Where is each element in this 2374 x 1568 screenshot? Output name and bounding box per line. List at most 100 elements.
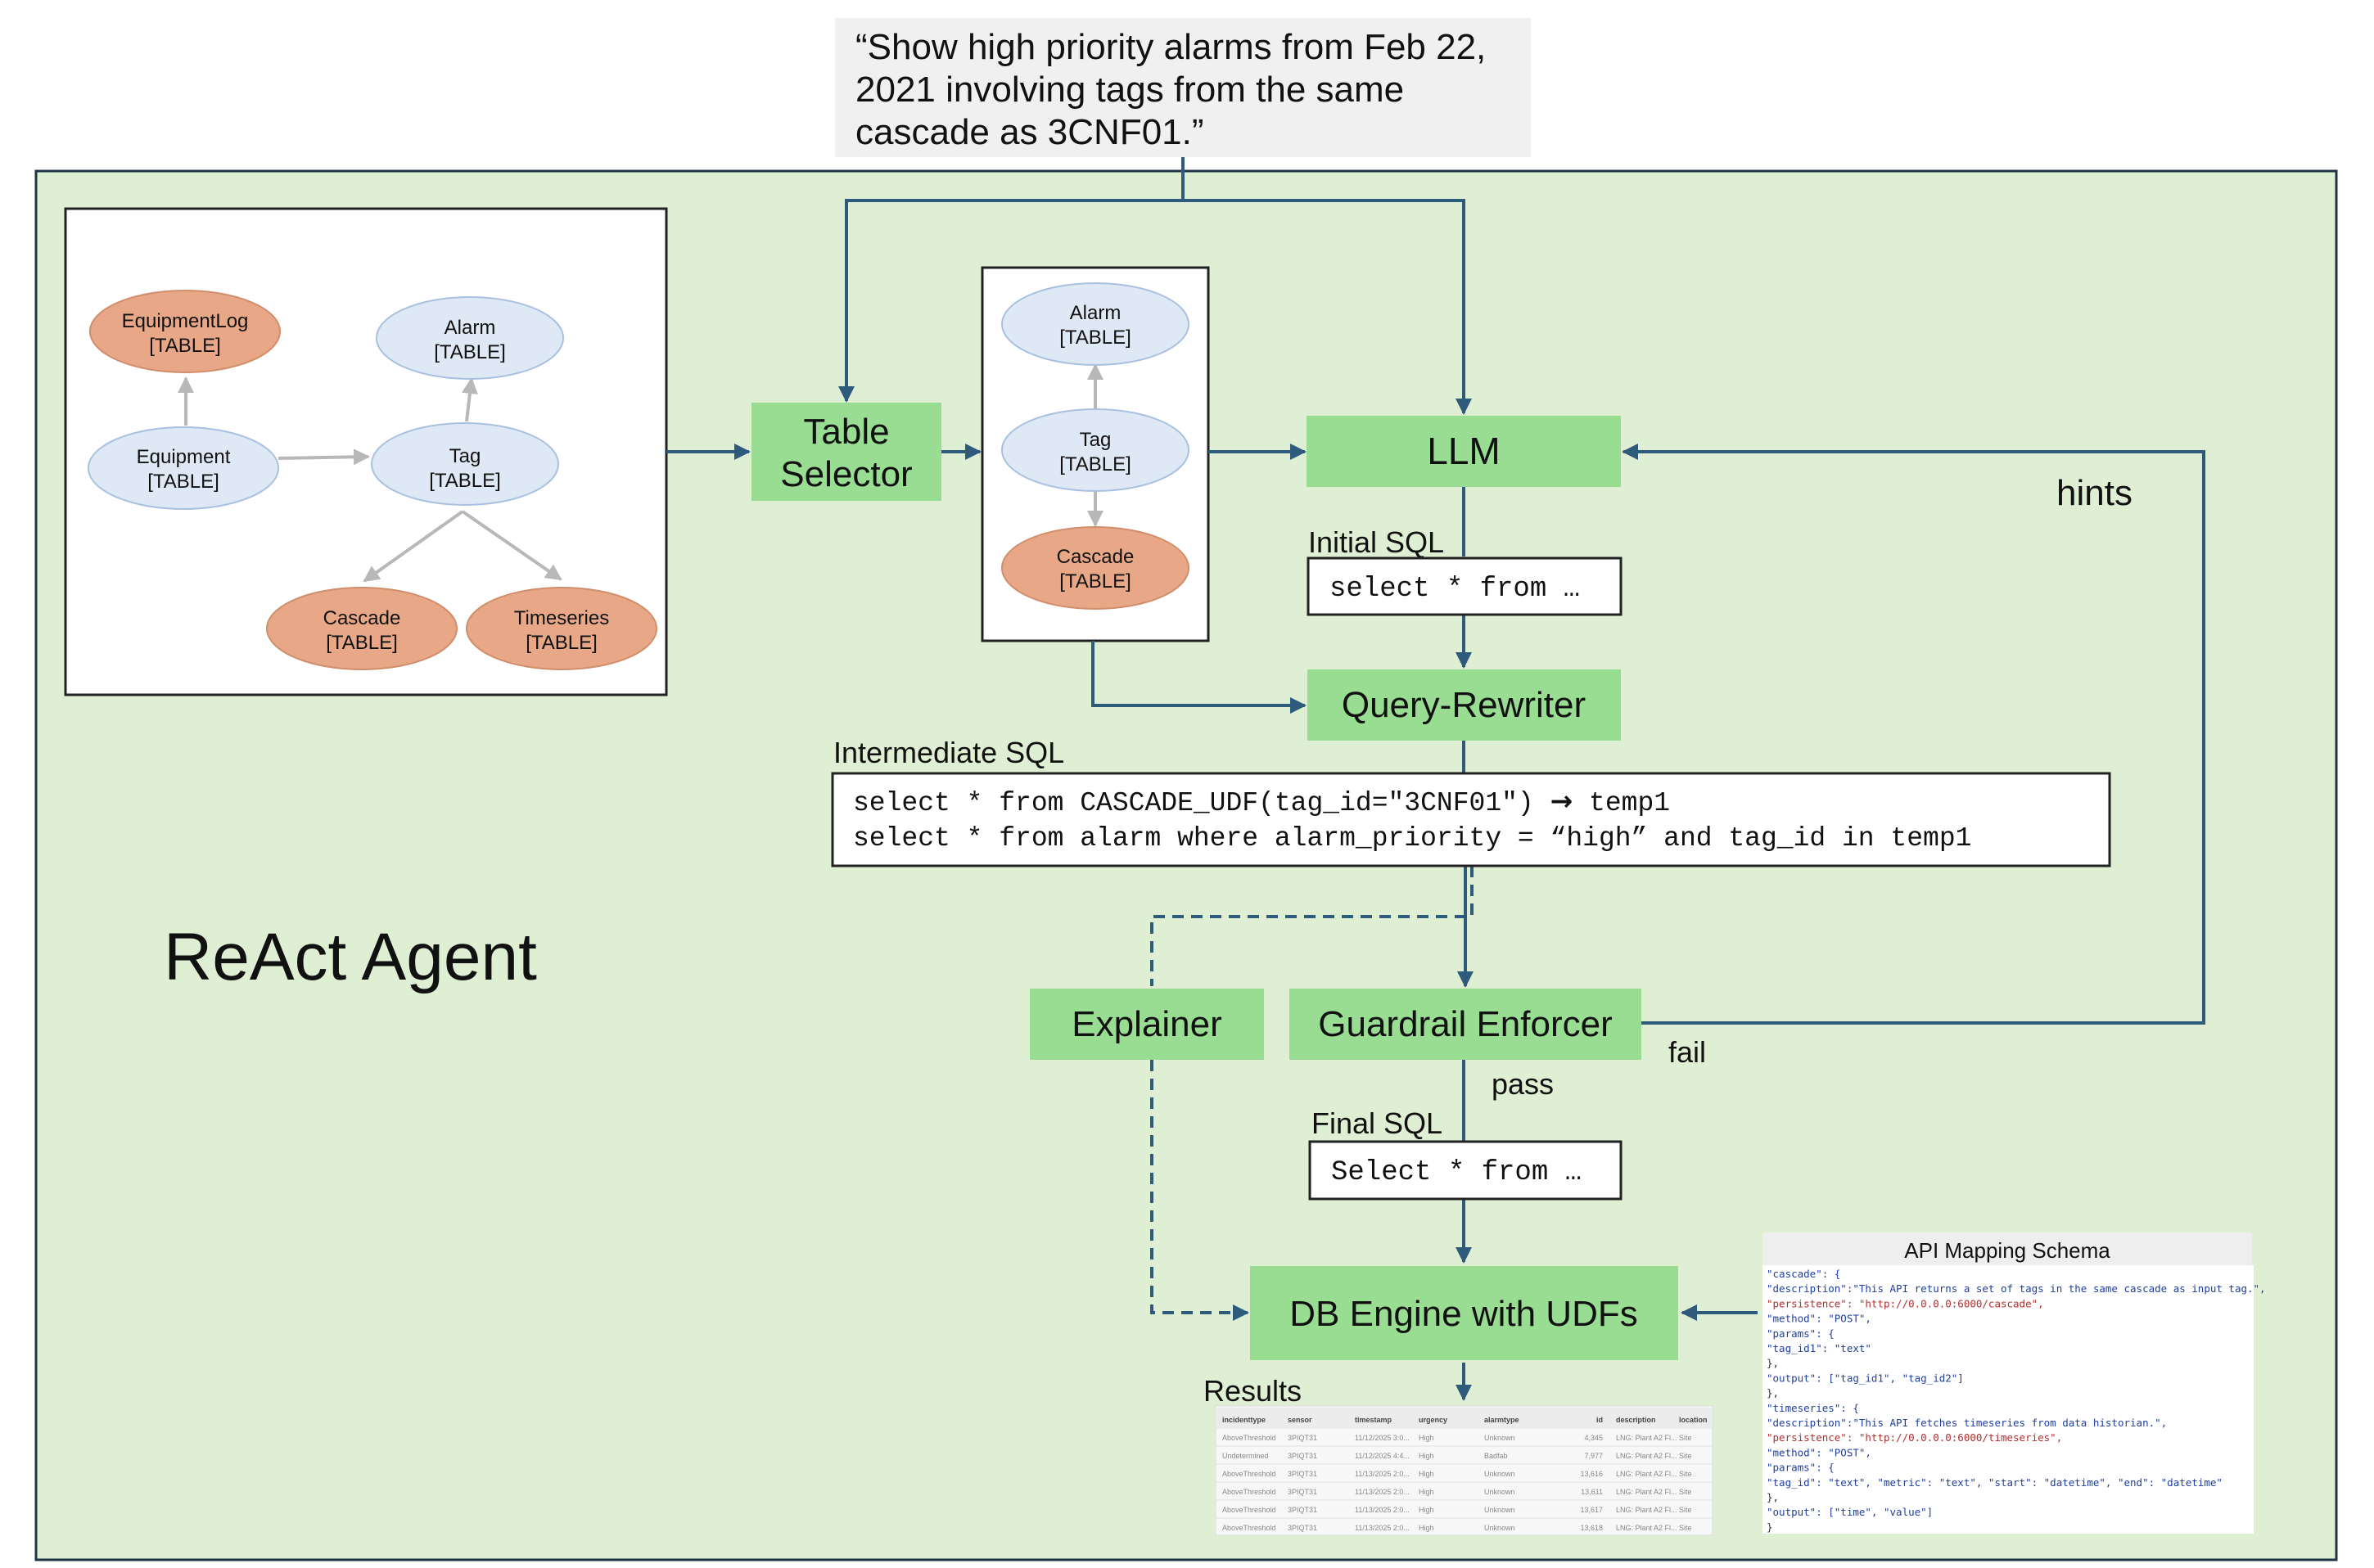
results-header-cell: description <box>1616 1416 1656 1424</box>
edge-equipment-tag <box>278 448 370 466</box>
api-schema-line: "method": "POST", <box>1767 1446 1871 1458</box>
results-cell: LNG: Plant A2 Fl... <box>1616 1434 1677 1442</box>
api-mapping-schema-panel: API Mapping Schema "cascade": { "descrip… <box>1762 1232 2266 1534</box>
arrow-explainer-dashed <box>1150 866 1474 986</box>
user-query-box: “Show high priority alarms from Feb 22, … <box>835 18 1531 157</box>
results-cell: 13,618 <box>1580 1524 1603 1532</box>
react-agent-label: ReAct Agent <box>164 920 537 994</box>
api-schema-line: }, <box>1767 1491 1779 1503</box>
svg-text:Selector: Selector <box>780 454 912 494</box>
final-sql-box: Select * from … <box>1308 1140 1623 1201</box>
node-cascade: Cascade [TABLE] <box>266 587 458 670</box>
results-header-cell: incidenttype <box>1222 1416 1266 1424</box>
selected-node-cascade: Cascade [TABLE] <box>1001 526 1189 610</box>
results-cell: 11/13/2025 2:0... <box>1355 1470 1410 1478</box>
api-schema-lines: "cascade": { "description":"This API ret… <box>1767 1268 2266 1533</box>
results-header-row <box>1216 1408 1712 1427</box>
svg-text:Equipment: Equipment <box>137 446 231 468</box>
svg-text:LLM: LLM <box>1427 430 1500 472</box>
svg-text:Tag: Tag <box>449 445 481 467</box>
intermediate-sql-line-1: select * from CASCADE_UDF(tag_id="3CNF01… <box>853 785 1670 818</box>
results-cell: 11/13/2025 2:0... <box>1355 1488 1410 1496</box>
svg-text:[TABLE]: [TABLE] <box>526 632 598 654</box>
svg-text:Tag: Tag <box>1080 429 1112 451</box>
svg-text:Table: Table <box>803 412 889 452</box>
results-cell: High <box>1419 1506 1434 1514</box>
results-header-cell: alarmtype <box>1484 1416 1519 1424</box>
results-cell: AboveThreshold <box>1222 1506 1276 1514</box>
schema-graph-panel: EquipmentLog [TABLE] Alarm [TABLE] Equip… <box>64 207 668 696</box>
results-cell: High <box>1419 1488 1434 1496</box>
svg-text:Alarm: Alarm <box>1070 302 1122 324</box>
query-line-1: “Show high priority alarms from Feb 22, <box>855 27 1486 67</box>
svg-text:Query-Rewriter: Query-Rewriter <box>1342 685 1586 725</box>
results-cell: AboveThreshold <box>1222 1434 1276 1442</box>
node-equipment: Equipment [TABLE] <box>88 426 279 510</box>
selected-tables-panel: Alarm [TABLE] Tag [TABLE] Cascade [TABLE… <box>981 266 1210 642</box>
svg-text:select * from …: select * from … <box>1329 574 1580 605</box>
api-schema-line: "description":"This API returns a set of… <box>1767 1282 2266 1295</box>
results-label: Results <box>1203 1374 1302 1408</box>
svg-text:[TABLE]: [TABLE] <box>434 341 506 363</box>
svg-text:[TABLE]: [TABLE] <box>326 632 398 654</box>
api-schema-line: "method": "POST", <box>1767 1313 1871 1325</box>
api-schema-line: "persistence": "http://0.0.0.0:6000/casc… <box>1767 1297 2044 1309</box>
api-schema-line: "output": ["tag_id1", "tag_id2"] <box>1767 1372 1964 1384</box>
hints-label: hints <box>2056 473 2133 513</box>
results-cell: 11/13/2025 2:0... <box>1355 1506 1410 1514</box>
results-cell: Unknown <box>1484 1434 1515 1442</box>
arrow-query-to-llm <box>1183 199 1472 415</box>
results-cell: Site <box>1679 1452 1692 1460</box>
results-cell: AboveThreshold <box>1222 1470 1276 1478</box>
svg-text:Select * from …: Select * from … <box>1331 1157 1582 1188</box>
node-alarm: Alarm [TABLE] <box>376 296 564 380</box>
results-cell: 7,977 <box>1584 1452 1603 1460</box>
results-header-cell: sensor <box>1288 1416 1312 1424</box>
selected-node-alarm: Alarm [TABLE] <box>1001 282 1189 366</box>
arrow-explainer-to-db-dashed <box>1150 1060 1249 1321</box>
selected-node-tag: Tag [TABLE] <box>1001 408 1189 492</box>
api-schema-line: }, <box>1767 1387 1779 1399</box>
svg-text:[TABLE]: [TABLE] <box>147 471 219 493</box>
svg-text:Alarm: Alarm <box>445 317 496 339</box>
results-cell: High <box>1419 1434 1434 1442</box>
guardrail-enforcer-box: Guardrail Enforcer <box>1289 989 1641 1060</box>
results-cell: High <box>1419 1452 1434 1460</box>
results-cell: Unknown <box>1484 1506 1515 1514</box>
results-cell: High <box>1419 1524 1434 1532</box>
results-cell: 11/12/2025 4:4... <box>1355 1452 1410 1460</box>
results-cell: Unknown <box>1484 1524 1515 1532</box>
edge-tag-cascade <box>363 510 464 583</box>
results-header-cell: urgency <box>1419 1416 1447 1424</box>
svg-text:Guardrail Enforcer: Guardrail Enforcer <box>1318 1004 1612 1044</box>
results-header-cell: timestamp <box>1355 1416 1392 1424</box>
results-table: incidenttype sensor timestamp urgency alarmt… <box>1215 1405 1713 1536</box>
results-cell: 3PIQT31 <box>1288 1488 1317 1496</box>
results-cell: LNG: Plant A2 Fl... <box>1616 1470 1677 1478</box>
api-schema-line: "params": { <box>1767 1462 1835 1474</box>
svg-text:[TABLE]: [TABLE] <box>429 470 501 492</box>
node-equipmentlog: EquipmentLog [TABLE] <box>89 290 281 373</box>
results-header-cell: location <box>1679 1416 1708 1424</box>
results-cell: LNG: Plant A2 Fl... <box>1616 1524 1677 1532</box>
results-cell: Site <box>1679 1506 1692 1514</box>
results-cell: 13,611 <box>1581 1488 1603 1496</box>
results-cell: AboveThreshold <box>1222 1488 1276 1496</box>
api-schema-line: "persistence": "http://0.0.0.0:6000/time… <box>1767 1431 2062 1444</box>
edge-tag-timeseries <box>461 510 562 581</box>
svg-text:[TABLE]: [TABLE] <box>149 335 221 357</box>
api-schema-line: "cascade": { <box>1767 1268 1840 1280</box>
api-schema-line: "description":"This API fetches timeseri… <box>1767 1417 2167 1429</box>
arrow-query-to-selector <box>838 157 1185 403</box>
results-cell: 3PIQT31 <box>1288 1524 1317 1532</box>
explainer-box: Explainer <box>1030 989 1264 1060</box>
query-line-3: cascade as 3CNF01.” <box>855 112 1204 152</box>
svg-text:Cascade: Cascade <box>323 607 401 629</box>
results-cell: Site <box>1679 1524 1692 1532</box>
svg-text:DB Engine with UDFs: DB Engine with UDFs <box>1289 1294 1637 1334</box>
results-cell: High <box>1419 1470 1434 1478</box>
results-cell: Site <box>1679 1434 1692 1442</box>
initial-sql-label: Initial SQL <box>1308 525 1444 559</box>
results-cell: Unknown <box>1484 1488 1515 1496</box>
